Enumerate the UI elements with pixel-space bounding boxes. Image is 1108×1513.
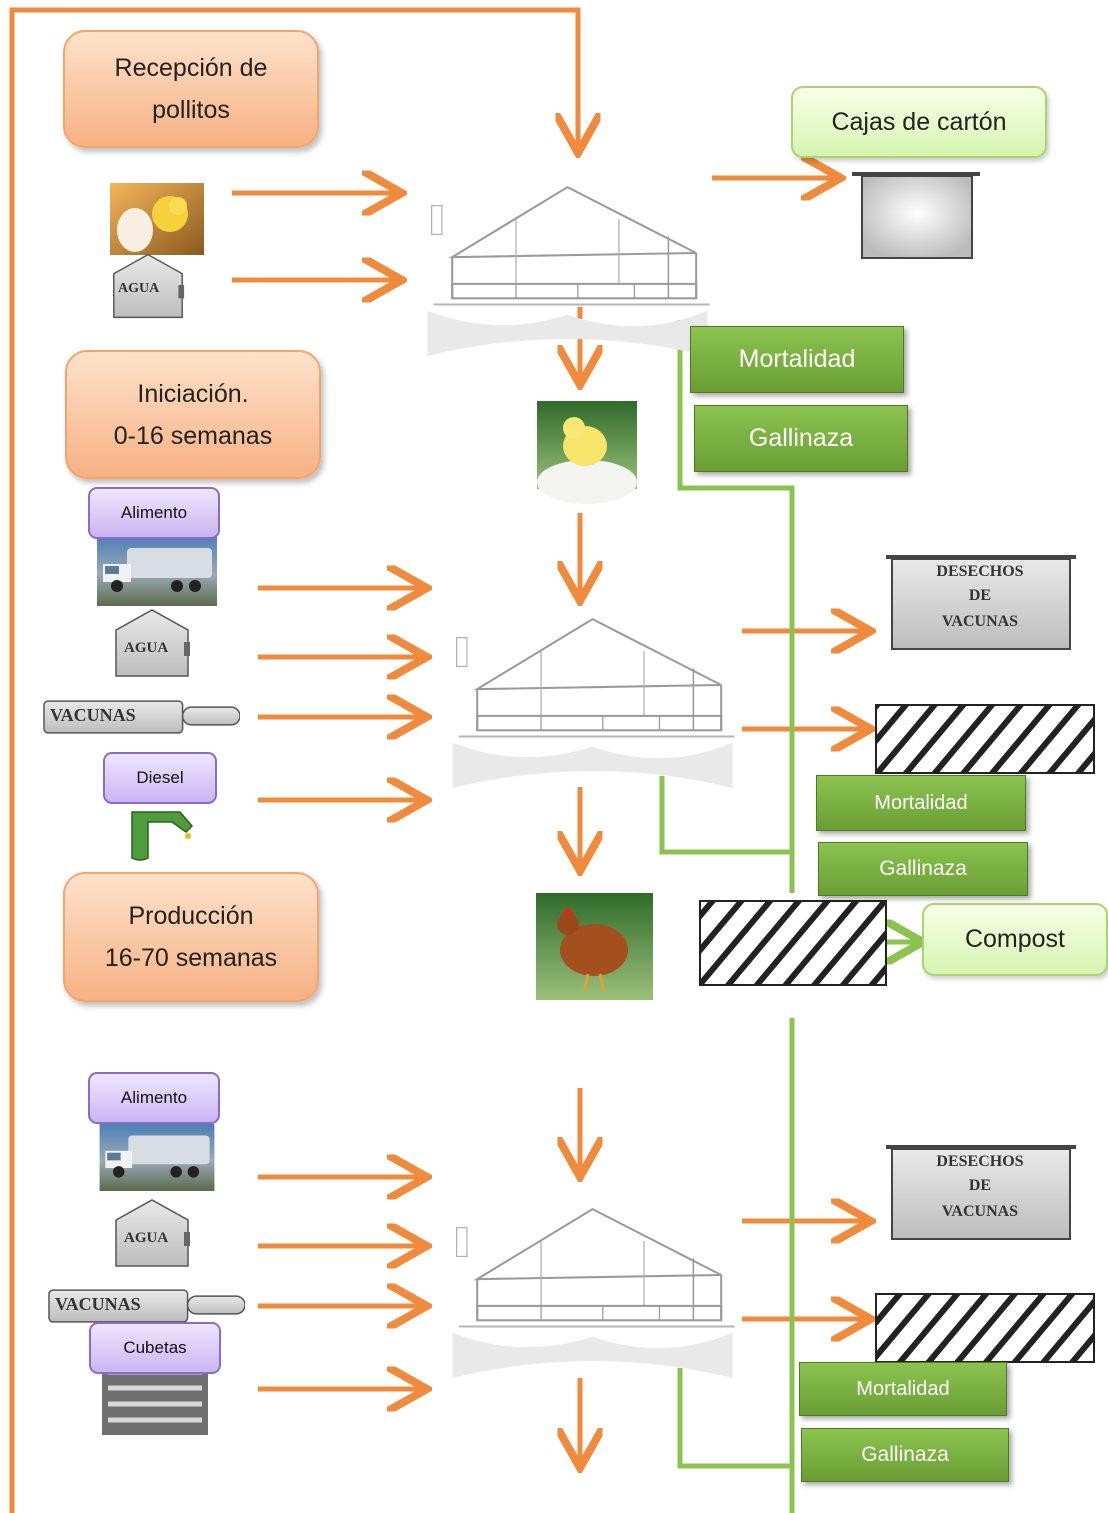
- feedback-flow-line: [9, 7, 578, 1513]
- stage-reception: Recepción de pollitos: [63, 30, 319, 148]
- mortality-label: Mortalidad: [690, 326, 904, 393]
- stage-initiation: Iniciación. 0-16 semanas: [65, 350, 321, 479]
- vaccine-waste-label: VACUNAS: [942, 613, 1018, 630]
- stage-production: Producción 16-70 semanas: [63, 872, 319, 1002]
- mortality-label: Mortalidad: [799, 1362, 1007, 1416]
- feed-label: Alimento: [88, 487, 220, 539]
- hatched-bin: [875, 704, 1095, 774]
- waste-lines: [659, 320, 918, 1513]
- hen-photo: [536, 893, 653, 1000]
- vaccine-waste-label: DE: [969, 1177, 991, 1194]
- stage-reception-line1: Recepción de: [114, 54, 268, 82]
- compost-label: Compost: [922, 903, 1108, 976]
- compost-hatched-bin: [699, 900, 887, 986]
- poultry-house-production: [451, 1208, 736, 1379]
- stage-production-line2: 16-70 semanas: [104, 944, 278, 972]
- stage-initiation-line1: Iniciación.: [137, 379, 249, 408]
- chick-photo: [537, 401, 637, 504]
- water-label: AGUA: [118, 281, 160, 296]
- water-label: AGUA: [124, 1230, 168, 1246]
- poultry-house-reception: [426, 186, 711, 357]
- vaccine-waste-label: VACUNAS: [942, 1203, 1018, 1220]
- trays-label: Cubetas: [89, 1322, 221, 1374]
- chick-egg-photo: [110, 183, 204, 255]
- feed-label: Alimento: [88, 1072, 220, 1124]
- feed-truck-photo: [99, 1124, 215, 1191]
- flow-arrows: [232, 178, 866, 1463]
- manure-label: Gallinaza: [694, 405, 908, 472]
- mortality-label: Mortalidad: [816, 775, 1026, 831]
- egg-trays-photo: [102, 1364, 208, 1435]
- stage-initiation-line2: 0-16 semanas: [113, 421, 273, 450]
- manure-label: Gallinaza: [818, 842, 1028, 896]
- cardboard-box-icon: [852, 172, 980, 259]
- diesel-label: Diesel: [103, 752, 217, 804]
- manure-label: Gallinaza: [801, 1428, 1009, 1482]
- hatched-bin: [875, 1293, 1095, 1363]
- vaccine-waste-label: DESECHOS: [936, 563, 1023, 580]
- poultry-house-initiation: [451, 618, 736, 789]
- stage-production-line1: Producción: [128, 902, 254, 930]
- cardboard-boxes-label: Cajas de cartón: [791, 86, 1047, 158]
- water-label: AGUA: [124, 640, 168, 656]
- vaccine-waste-label: DE: [969, 587, 991, 604]
- diesel-nozzle-icon: [131, 811, 194, 861]
- vaccine-waste-label: DESECHOS: [936, 1153, 1023, 1170]
- vaccines-label: VACUNAS: [50, 705, 136, 725]
- feed-truck-photo: [97, 536, 217, 606]
- vaccines-label: VACUNAS: [55, 1294, 141, 1314]
- stage-reception-line2: pollitos: [152, 96, 230, 124]
